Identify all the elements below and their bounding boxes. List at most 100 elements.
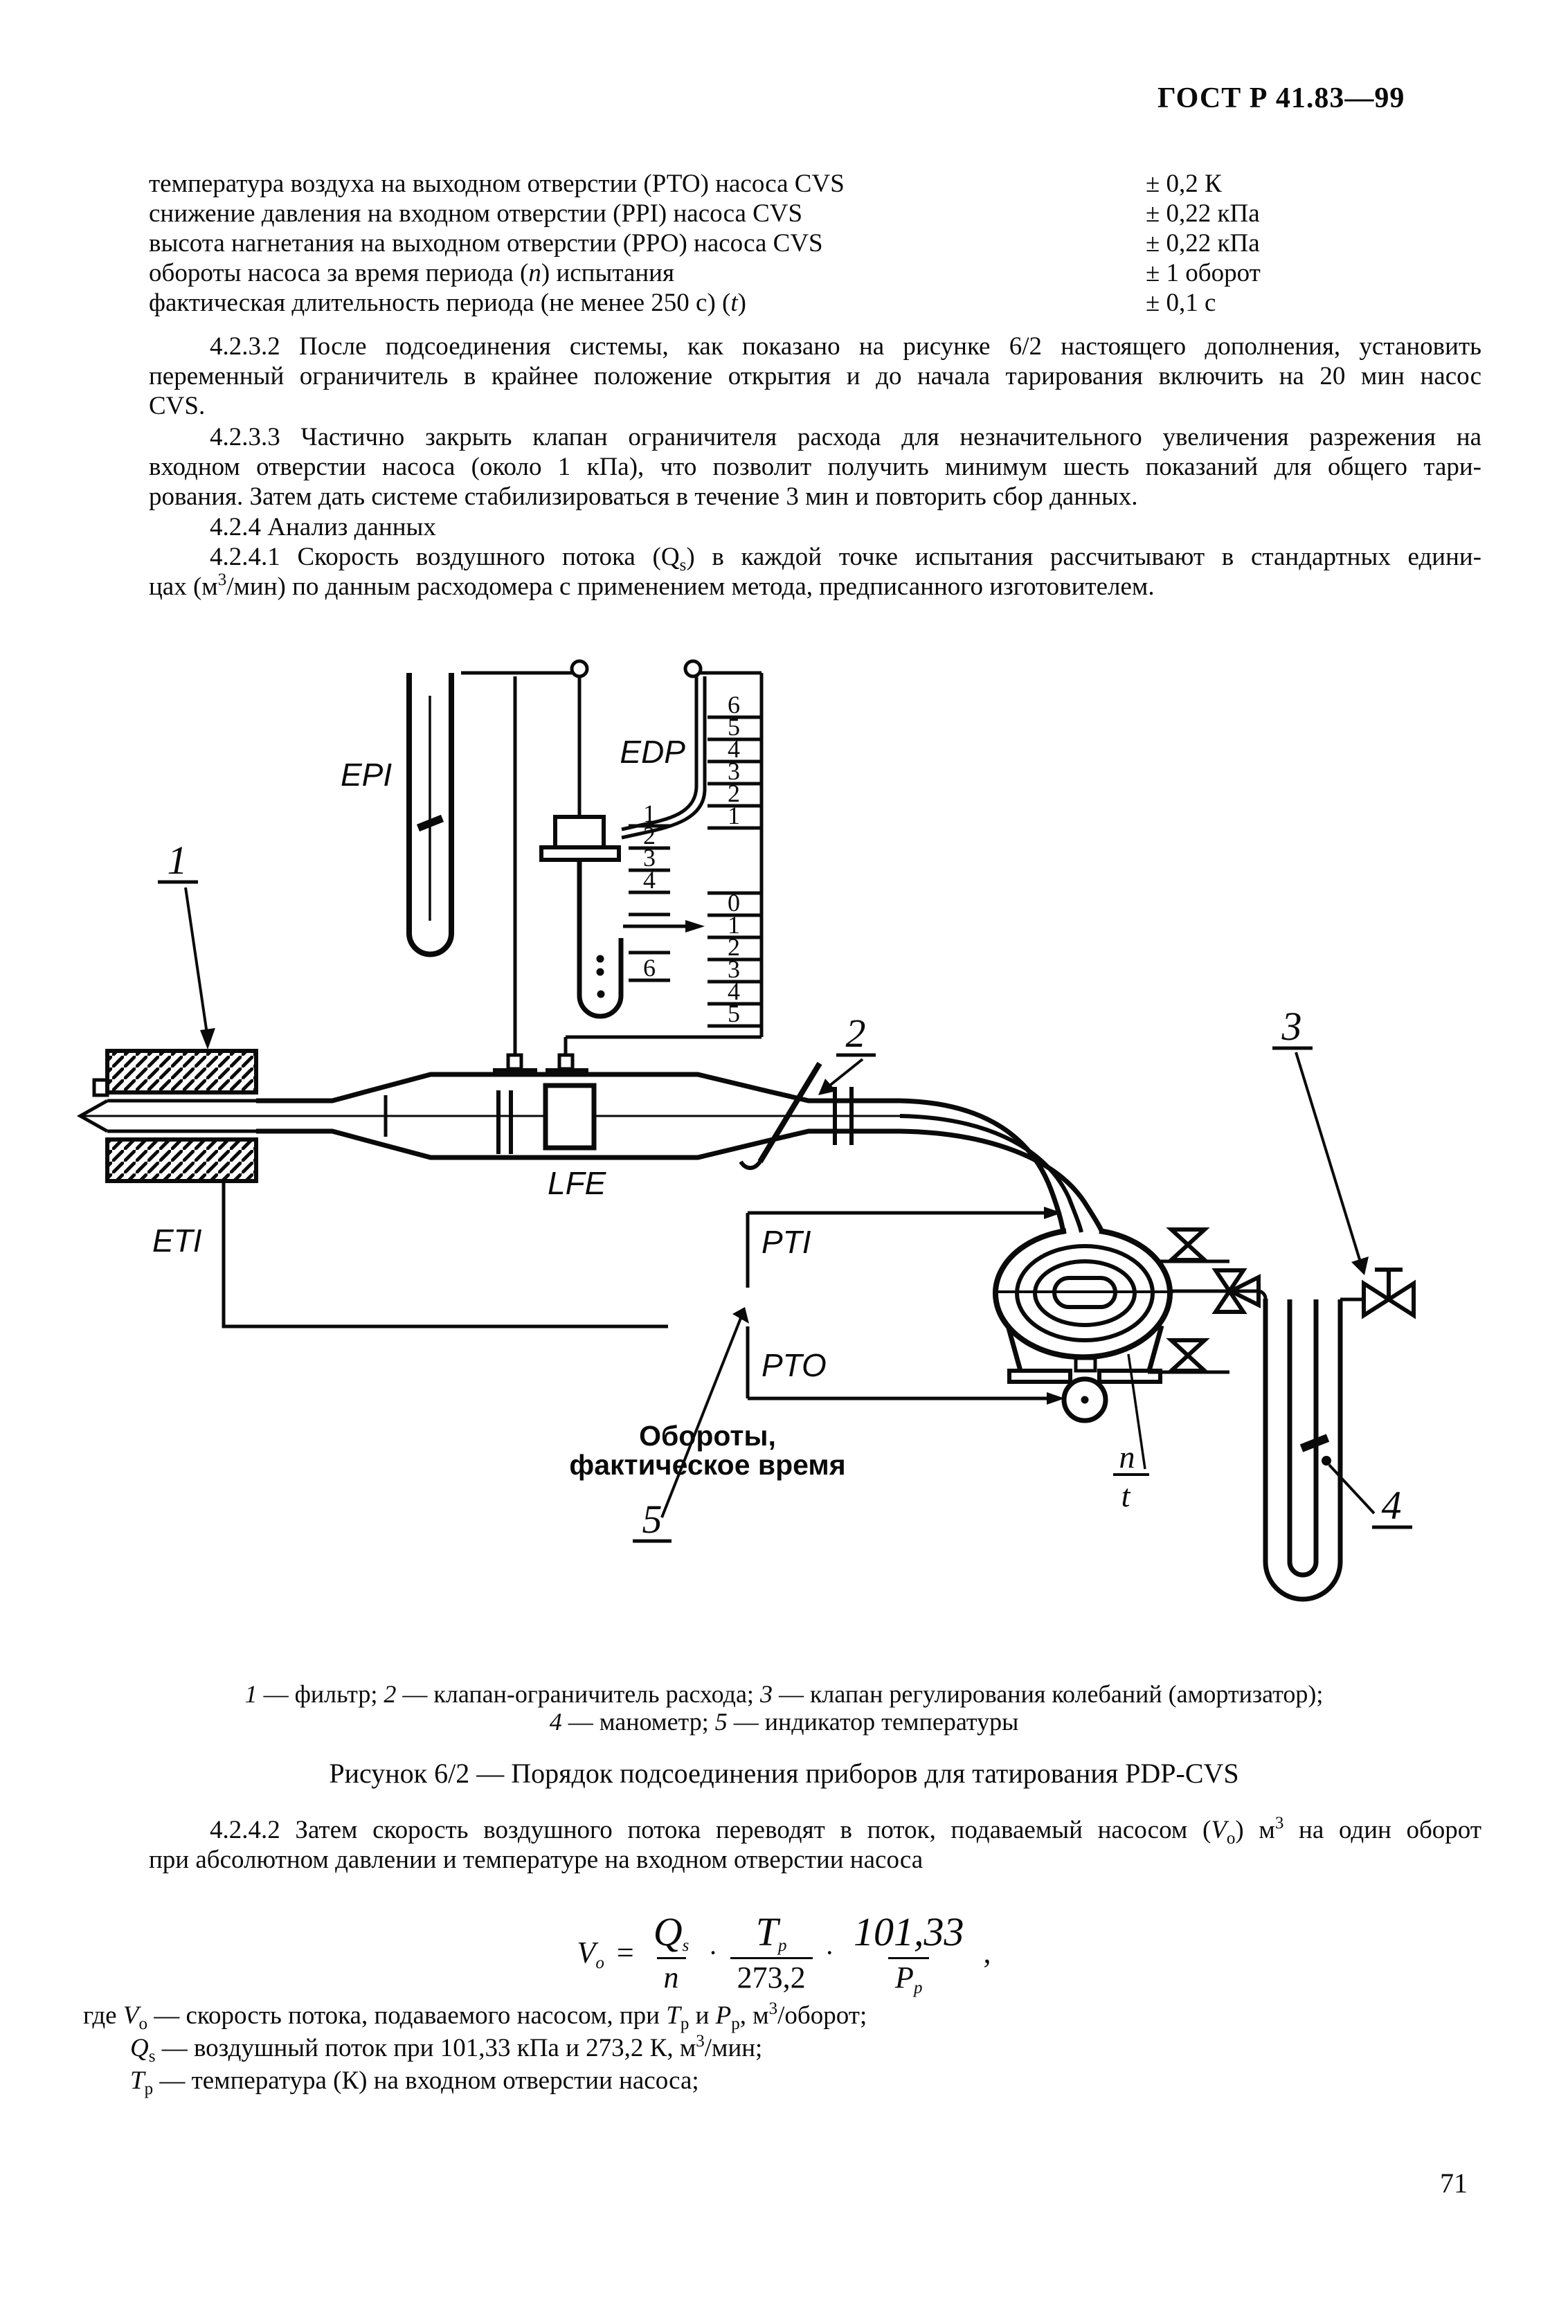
document-code: ГОСТ Р 41.83—99 <box>1157 82 1405 114</box>
edp-scale-right-ticks <box>708 715 762 830</box>
scale-digit: 0 <box>728 889 740 917</box>
shutoff-valve-icon <box>1166 1338 1210 1373</box>
edp-frame <box>566 671 764 1039</box>
tolerance-label: температура воздуха на выходном отверсти… <box>149 170 845 198</box>
text-line: входном отверстии насоса (около 1 кПа), … <box>149 453 1481 481</box>
callout-5: 5 <box>642 1497 663 1542</box>
where-line-2: Qs — воздушный поток при 101,33 кПа и 27… <box>130 2032 763 2066</box>
epi-manometer-tube <box>406 673 454 957</box>
callout-4: 4 <box>1382 1483 1402 1528</box>
hanger-ring <box>683 659 703 678</box>
scale-digit: 4 <box>728 735 740 763</box>
three-way-valve-icon <box>1211 1268 1261 1314</box>
restrictor-valve-hook <box>739 1160 762 1170</box>
callout-4-dot <box>1322 1456 1331 1466</box>
text-line: 4.2.3.2 После подсоединения системы, как… <box>210 332 1481 361</box>
tolerance-row: температура воздуха на выходном отверсти… <box>149 169 1481 199</box>
pump-legs <box>1005 1325 1164 1371</box>
counter-dot <box>1081 1396 1089 1404</box>
filter-channel <box>107 1099 256 1133</box>
edp-zero-arrowhead <box>685 920 705 933</box>
page-number: 71 <box>1440 2168 1468 2199</box>
pressure-tap <box>557 1053 575 1071</box>
nt-numerator: n <box>1119 1439 1135 1475</box>
figure-title: Рисунок 6/2 — Порядок подсоединения приб… <box>329 1758 1239 1789</box>
edp-float-block <box>553 815 606 849</box>
formula-frac-p: 101,33 Pр <box>854 1909 964 1997</box>
nt-leader <box>1127 1353 1146 1470</box>
manometer-fluid-mark <box>1299 1434 1330 1452</box>
filter-hatch-bottom <box>105 1137 258 1183</box>
filter-notch <box>92 1078 109 1097</box>
scale-digit: 1 <box>643 800 656 827</box>
scale-digit: 6 <box>728 691 740 719</box>
pipe-coupling <box>833 1087 854 1145</box>
scale-digit: 3 <box>728 955 740 983</box>
scale-digit: 5 <box>728 1000 740 1027</box>
formula-block: Vо = Qs n · Tр 273,2 · 101,33 Pр , <box>577 1909 991 1997</box>
pipe-double-bars <box>496 1090 513 1154</box>
scale-digit: 4 <box>728 978 740 1005</box>
scale-digit: 3 <box>728 757 740 785</box>
text-line: 4.2.4.2 Затем скорость воздушного потока… <box>210 1814 1481 1848</box>
figure-caption-line2: 4 — манометр; 5 — индикатор температуры <box>549 1708 1019 1736</box>
formula-lhs: Vо <box>577 1935 604 1972</box>
pti-label: PTI <box>762 1224 811 1260</box>
pipe-wall-bottom <box>256 1128 900 1160</box>
edp-reservoir-dots <box>596 955 605 998</box>
edp-scale-mid-ticks <box>629 824 670 917</box>
callout-5-arrowhead <box>732 1307 749 1324</box>
text-line: цах (м3/мин) по данным расходомера с при… <box>149 570 1155 601</box>
scale-digit: 1 <box>728 802 740 829</box>
revolutions-caption-line2: фактическое время <box>569 1449 845 1481</box>
edp-scale-lower-ticks <box>708 891 762 1028</box>
tolerance-row: обороты насоса за время периода (n) испы… <box>149 259 1261 287</box>
paragraph-4-2-4-2: 4.2.4.2 Затем скорость воздушного потока… <box>149 1814 1481 1875</box>
bend-tube <box>899 1128 1105 1234</box>
revolutions-caption-line1: Обороты, <box>639 1420 776 1452</box>
text-line: рования. Затем дать системе стабилизиров… <box>149 483 1138 511</box>
damper-valve-icon <box>1362 1279 1416 1319</box>
pto-label: PTO <box>762 1347 827 1383</box>
callout-3-arrowhead <box>1351 1256 1369 1275</box>
tolerance-label: снижение давления на входном отверстии (… <box>149 199 803 228</box>
tolerance-row: снижение давления на входном отверстии (… <box>149 199 1481 228</box>
edp-scale-mid6-ticks <box>629 951 670 982</box>
lfe-label: LFE <box>548 1165 607 1201</box>
tolerance-value: ± 0,22 кПа <box>1146 229 1260 258</box>
tolerance-value: ± 1 оборот <box>1146 259 1261 287</box>
pump-bracket <box>1074 1356 1097 1373</box>
callout-5-leader <box>660 1317 742 1518</box>
tolerance-row: высота нагнетания на выходном отверстии … <box>149 228 1481 258</box>
lfe-element <box>543 1083 597 1151</box>
callout-1: 1 <box>168 838 188 883</box>
callout-2: 2 <box>846 1011 866 1056</box>
edp-label: EDP <box>620 734 685 770</box>
tolerance-label: обороты насоса за время периода ( <box>149 259 529 287</box>
scale-digit: 6 <box>643 954 656 982</box>
callout-2-arrowhead <box>818 1079 836 1095</box>
text-line: 4.2.3.3 Частично закрыть клапан ограничи… <box>210 423 1481 451</box>
scale-digit: 2 <box>728 780 740 807</box>
pump-body <box>993 1228 1173 1360</box>
epi-fluid-mark <box>416 814 444 832</box>
eti-label: ETI <box>152 1223 202 1259</box>
edp-reservoir-tube <box>577 860 624 1019</box>
text-line: 4.2.4 Анализ данных <box>210 513 436 541</box>
manometer-outer-wall <box>1263 1299 1343 1602</box>
manometer-inner-wall <box>1287 1299 1319 1578</box>
heading-4-2-4: 4.2.4 Анализ данных <box>149 512 1481 542</box>
where-line-1: где Vо — скорость потока, подаваемого на… <box>83 1999 867 2033</box>
filter-hatch-top <box>105 1049 258 1095</box>
tolerance-label: фактическая длительность периода (не мен… <box>149 289 731 317</box>
pressure-tap <box>506 1053 523 1071</box>
callout-3: 3 <box>1281 1004 1302 1049</box>
tolerance-value: ± 0,22 кПа <box>1146 199 1260 228</box>
figure-caption-line1: 1 — фильтр; 2 — клапан-ограничитель расх… <box>244 1680 1324 1708</box>
pump-base <box>1007 1369 1072 1384</box>
eti-line <box>222 1181 668 1328</box>
epi-label: EPI <box>341 757 392 793</box>
tolerance-label: высота нагнетания на выходном отверстии … <box>149 229 823 258</box>
paragraph-4-2-3-2: 4.2.3.2 После подсоединения системы, как… <box>149 332 1481 421</box>
